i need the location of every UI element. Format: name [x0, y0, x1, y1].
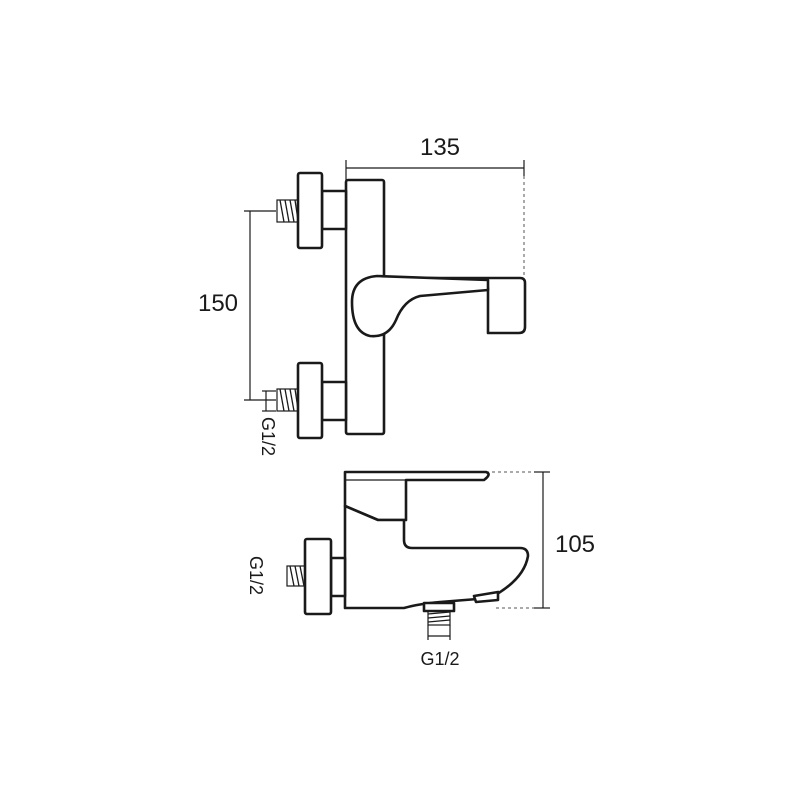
lower-thread-front — [276, 388, 299, 412]
depth-dimension: 105 — [486, 471, 595, 609]
bottom-outlet-label: G1/2 — [420, 649, 459, 669]
width-dimension: 135 — [345, 134, 525, 278]
height-dimension: 150 — [198, 210, 276, 401]
side-thread — [286, 565, 306, 587]
front-inlet-dimension: G1/2 — [258, 390, 278, 456]
upper-flange-front — [296, 171, 324, 250]
side-eccentric — [329, 556, 347, 598]
front-view: 135 150 — [198, 134, 527, 456]
front-inlet-label: G1/2 — [258, 417, 278, 456]
mixer-body-side — [343, 504, 530, 610]
lower-eccentric-front — [320, 380, 348, 422]
side-inlet-label: G1/2 — [246, 556, 266, 595]
side-view: 105 G1/2 G1/2 — [246, 470, 595, 669]
lever-handle-side — [343, 470, 490, 522]
height-label: 150 — [198, 290, 238, 317]
lower-flange-front — [296, 361, 324, 440]
bottom-outlet-thread — [422, 601, 456, 640]
depth-label: 105 — [555, 531, 595, 558]
diverter-knob-side — [472, 590, 500, 604]
side-flange — [303, 537, 333, 616]
upper-eccentric-front — [320, 189, 348, 231]
width-label: 135 — [420, 134, 460, 161]
cartridge-cap-front — [350, 274, 490, 338]
upper-thread-front — [276, 199, 299, 223]
